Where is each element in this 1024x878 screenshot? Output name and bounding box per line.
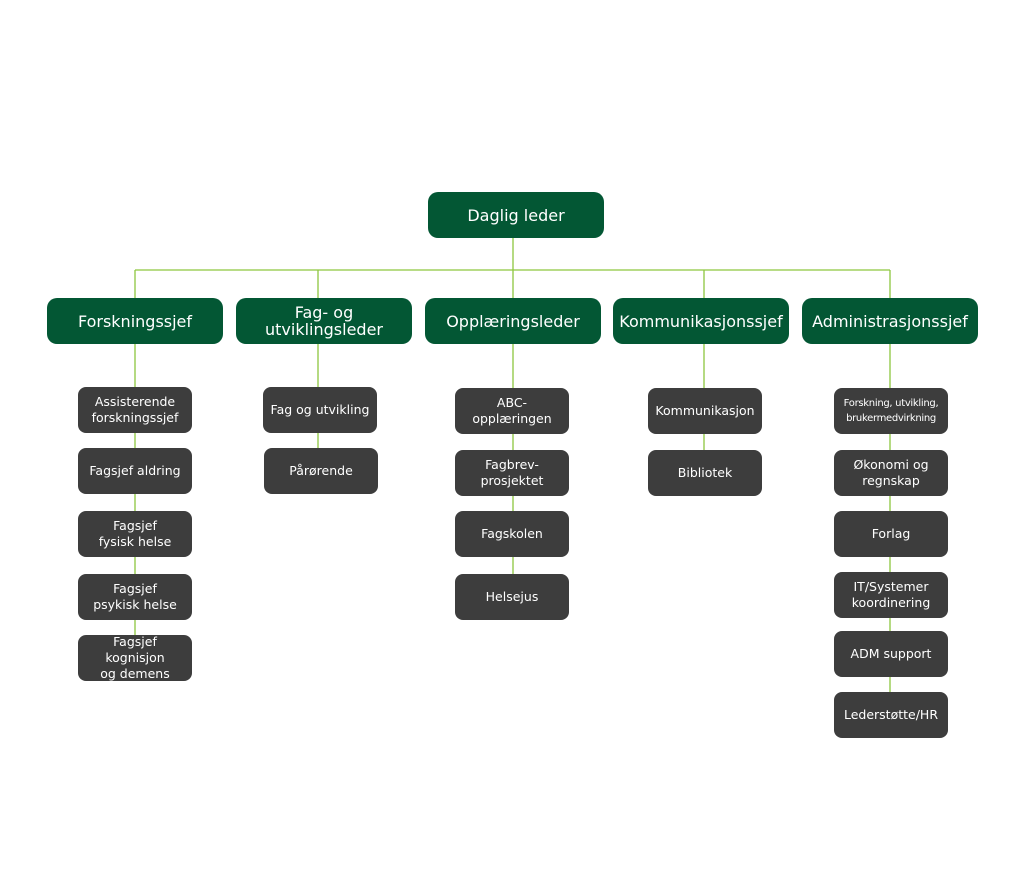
unit-fagsjef-kognisjon-og-demens: Fagsjef kognisjon og demens (78, 634, 192, 681)
unit-fagsjef-aldring: Fagsjef aldring (78, 448, 192, 494)
unit-label: ABC- opplæringen (472, 395, 552, 426)
root-label: Daglig leder (467, 205, 565, 225)
unit-fagbrev-prosjektet: Fagbrev- prosjektet (455, 450, 569, 496)
unit-label: Fagsjef fysisk helse (98, 518, 172, 549)
unit-fag-og-utvikling: Fag og utvikling (263, 387, 377, 433)
unit-label: IT/Systemer koordinering (851, 579, 931, 610)
unit-label: Fag og utvikling (270, 402, 370, 417)
unit-label: Fagsjef kognisjon og demens (100, 634, 170, 681)
manager-opplaeringsleder: Opplæringsleder (425, 298, 601, 344)
unit-label: ADM support (850, 646, 932, 661)
unit-label: Forlag (871, 526, 911, 541)
manager-fag-og-utviklingsleder: Fag- og utviklingsleder (236, 298, 412, 344)
unit-label: Bibliotek (677, 465, 733, 480)
manager-label: Opplæringsleder (446, 311, 580, 331)
unit-label: Helsejus (485, 589, 539, 604)
unit-forlag: Forlag (834, 511, 948, 557)
unit-fagskolen: Fagskolen (455, 511, 569, 557)
unit-kommunikasjon: Kommunikasjon (648, 388, 762, 434)
unit-label: Fagbrev- prosjektet (480, 457, 544, 488)
unit-adm-support: ADM support (834, 631, 948, 677)
unit-label: Assisterende forskningssjef (91, 394, 179, 425)
unit-okonomi-og-regnskap: Økonomi og regnskap (834, 450, 948, 496)
manager-kommunikasjonssjef: Kommunikasjonssjef (613, 298, 789, 344)
manager-administrasjonssjef: Administrasjonssjef (802, 298, 978, 344)
unit-forskning-utvikling-brukermedvirkning: Forskning, utvikling, brukermedvirkning (834, 388, 948, 434)
unit-parorende: Pårørende (264, 448, 378, 494)
unit-label: Fagskolen (481, 526, 543, 541)
unit-label: Lederstøtte/HR (843, 707, 939, 722)
unit-label: Kommunikasjon (655, 403, 755, 418)
unit-label: Fagsjef psykisk helse (93, 581, 177, 612)
manager-label: Fag- og utviklingsleder (265, 303, 383, 339)
unit-assisterende-forskningssjef: Assisterende forskningssjef (78, 387, 192, 433)
manager-forskningssjef: Forskningssjef (47, 298, 223, 344)
unit-fagsjef-fysisk-helse: Fagsjef fysisk helse (78, 511, 192, 557)
root-daglig-leder: Daglig leder (428, 192, 604, 238)
unit-lederstotte-hr: Lederstøtte/HR (834, 692, 948, 738)
unit-label: Forskning, utvikling, brukermedvirkning (843, 398, 939, 424)
manager-label: Kommunikasjonssjef (619, 311, 783, 331)
unit-label: Økonomi og regnskap (853, 457, 929, 488)
unit-label: Pårørende (289, 463, 353, 478)
unit-fagsjef-psykisk-helse: Fagsjef psykisk helse (78, 574, 192, 620)
unit-abc-opplaeringen: ABC- opplæringen (455, 388, 569, 434)
unit-helsejus: Helsejus (455, 574, 569, 620)
unit-bibliotek: Bibliotek (648, 450, 762, 496)
manager-label: Forskningssjef (77, 311, 193, 331)
unit-it-systemer-koordinering: IT/Systemer koordinering (834, 572, 948, 618)
manager-label: Administrasjonssjef (812, 311, 968, 331)
unit-label: Fagsjef aldring (89, 463, 181, 478)
